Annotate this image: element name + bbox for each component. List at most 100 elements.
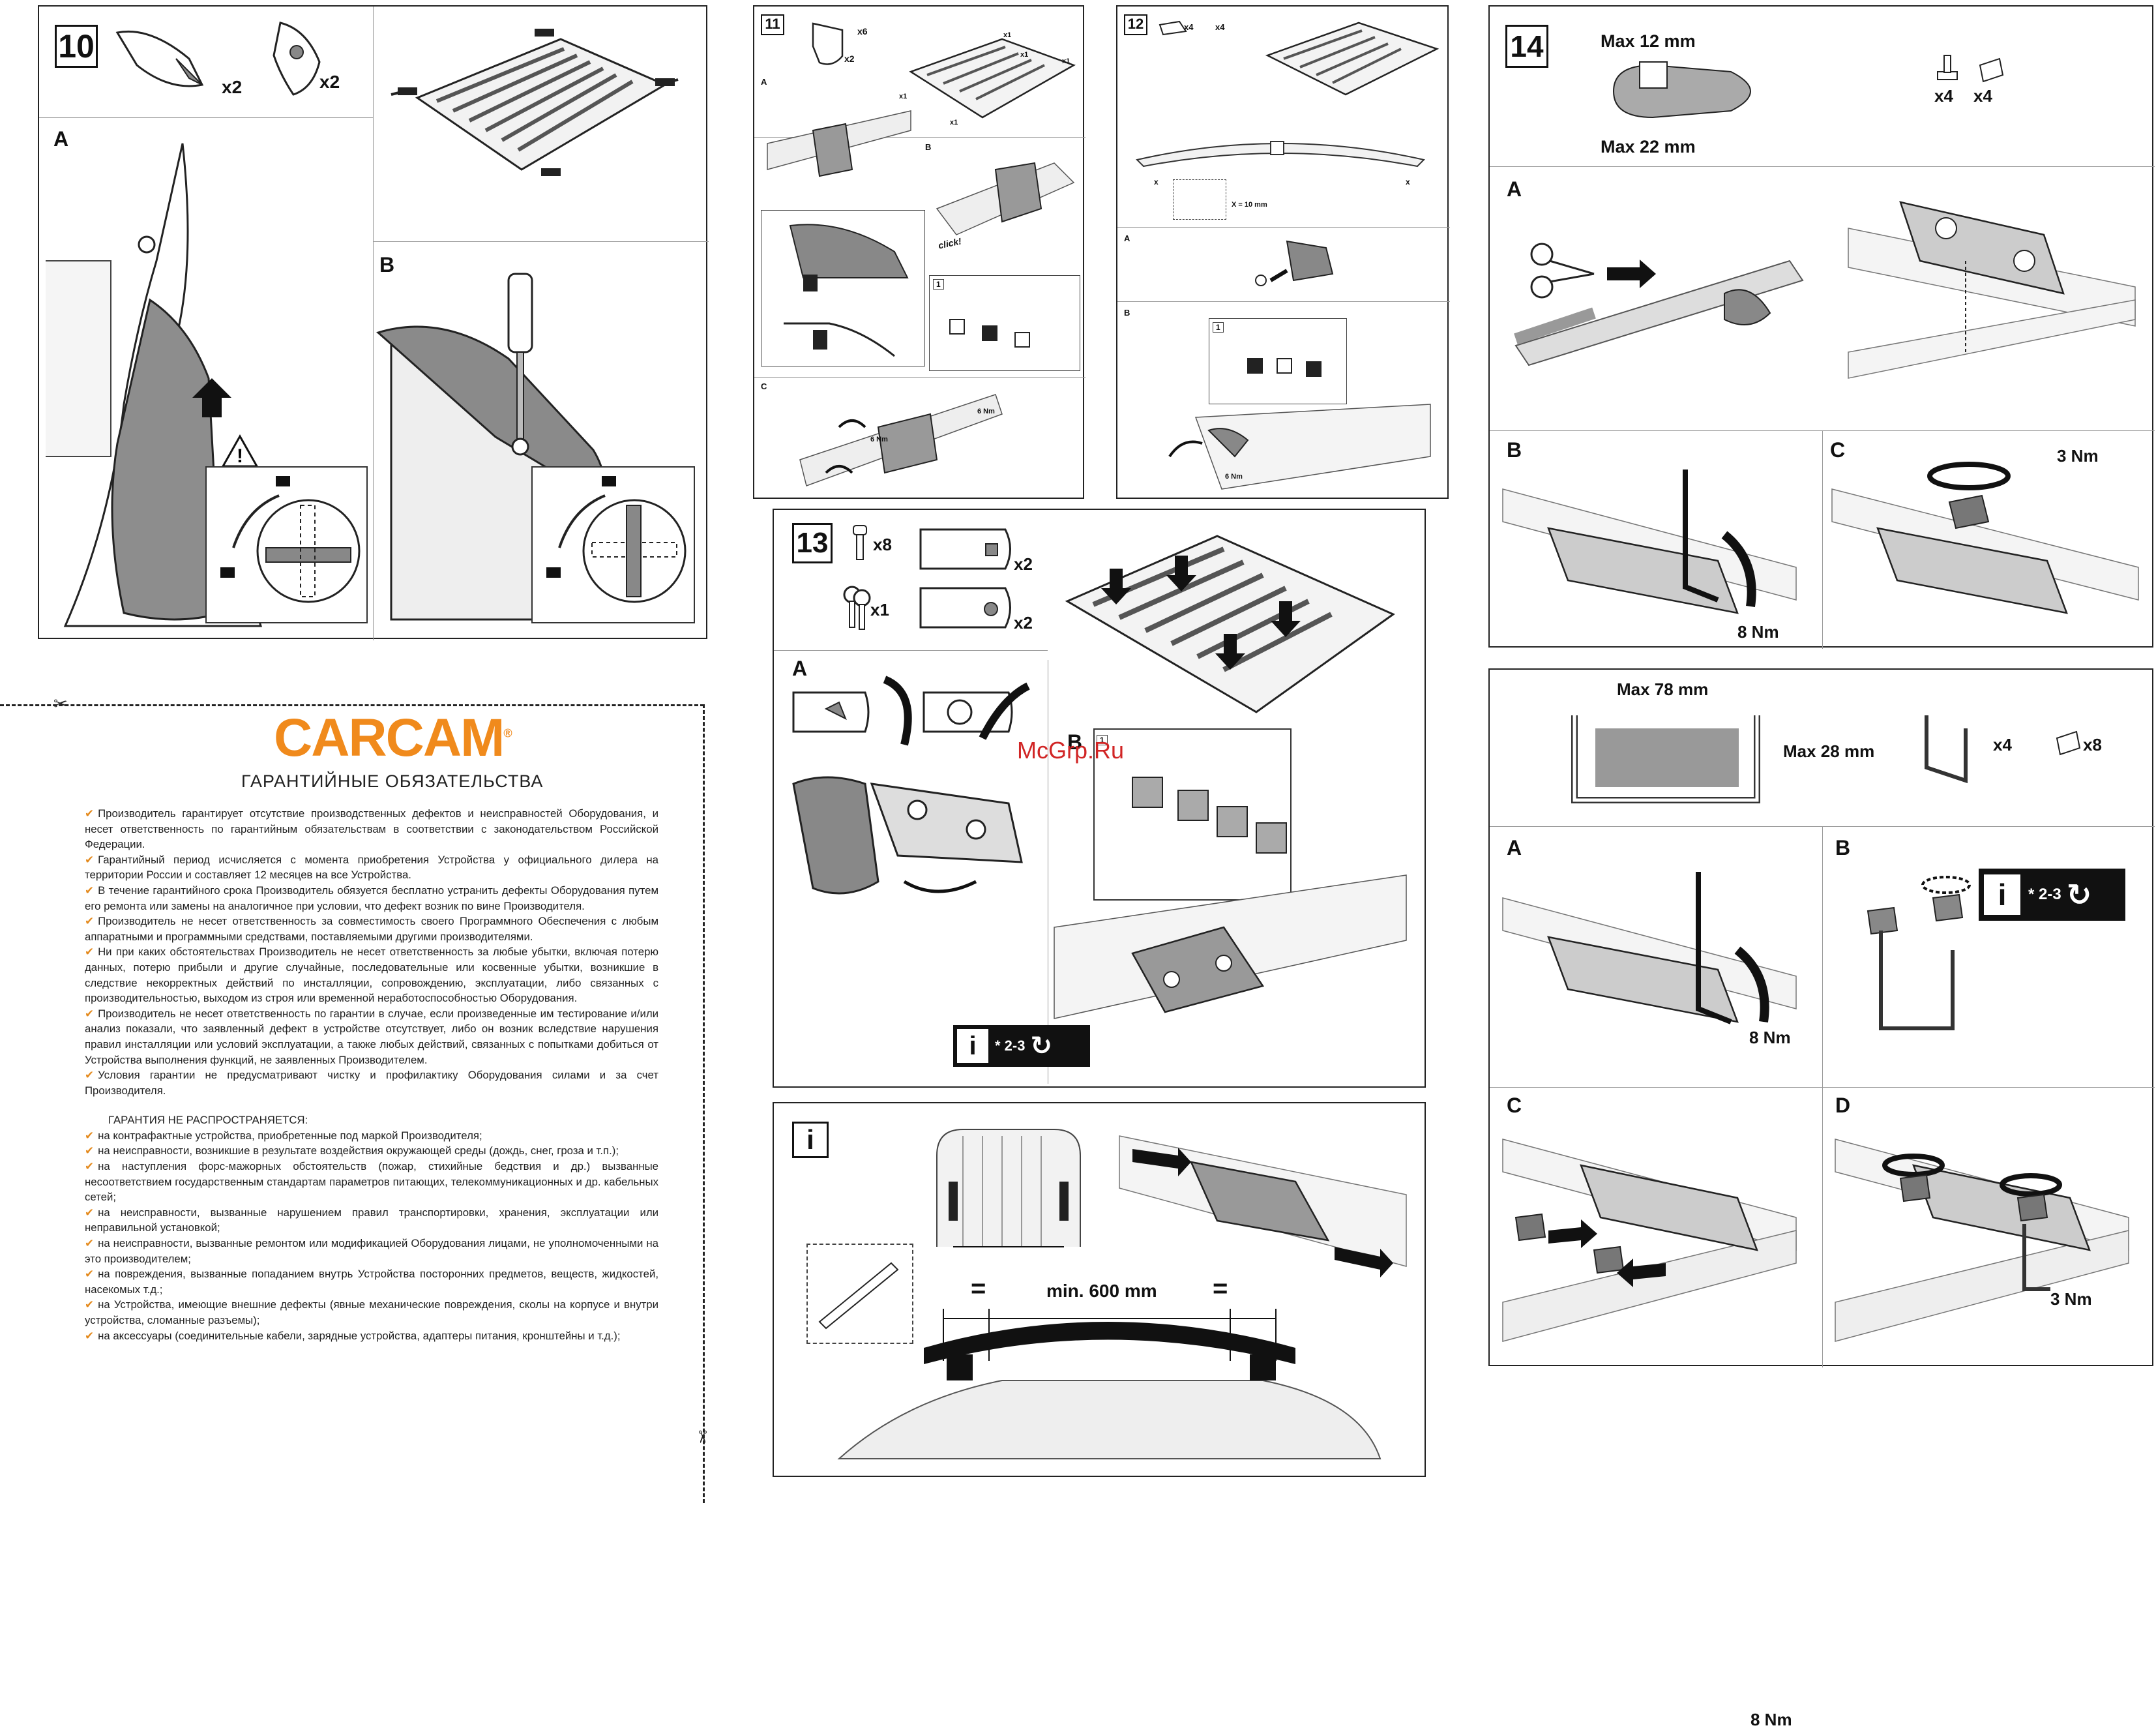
qty-label: x4 <box>1184 22 1194 32</box>
step-number: 13 <box>792 523 833 563</box>
exclusion-heading: ГАРАНТИЯ НЕ РАСПРОСТРАНЯЕТСЯ: <box>108 1114 308 1127</box>
u-bolt-part-icon <box>1925 715 1968 784</box>
exclusion-item: ✔на контрафактные устройства, приобретен… <box>85 1129 482 1142</box>
x1-label: x1 <box>1062 57 1071 65</box>
hex-key-illustration <box>1502 872 1797 1024</box>
hex-key-illustration <box>1502 470 1797 614</box>
step-number: 12 <box>1124 14 1147 35</box>
sub-label-a: A <box>1507 177 1522 201</box>
min-distance-label: min. 600 mm <box>1046 1281 1157 1301</box>
step-number: 14 <box>1505 25 1548 68</box>
knob-part-icon <box>1979 57 2004 83</box>
x-label: x <box>1406 177 1410 186</box>
check-icon: ✔ <box>85 1237 95 1250</box>
exclusion-item: ✔на неисправности, вызванные ремонтом ил… <box>85 1237 658 1265</box>
u-bolt-tighten-illustration <box>1835 1139 2129 1342</box>
exclusion-item: ✔на наступления форс-мажорных обстоятель… <box>85 1160 658 1204</box>
bracket-illustration <box>767 110 911 177</box>
lock-rotate-diagram <box>220 476 361 603</box>
rack-illustration <box>909 38 1076 119</box>
step-number: i <box>792 1122 829 1158</box>
knob-part-icon <box>2056 730 2081 756</box>
sub-label-a: A <box>1507 836 1522 859</box>
check-icon: ✔ <box>85 1206 95 1219</box>
check-icon: ✔ <box>85 884 95 897</box>
sub-label-b: B <box>379 253 395 276</box>
step-info-panel: i min. 600 mm = = <box>773 1102 1426 1477</box>
x-dimension-label: X = 10 mm <box>1232 201 1267 209</box>
cut-detail-box <box>1173 179 1226 220</box>
rack-illustration <box>1265 22 1440 96</box>
u-bolt-clearance-diagram <box>1571 715 1760 803</box>
exclusion-item: ✔на Устройства, имеющие внешние дефекты … <box>85 1298 658 1326</box>
bolt-part-icon <box>1937 55 1958 80</box>
car-crossbar-diagram <box>837 1309 1381 1459</box>
equal-sign: = <box>1213 1274 1228 1303</box>
info-icon: i <box>1984 874 2020 915</box>
bracket-click-illustration <box>936 162 1075 235</box>
cap-lock-illustration <box>792 676 1030 746</box>
crossbar-profile-diagram <box>1612 61 1751 119</box>
scissors-icon: ✂ <box>692 1429 713 1444</box>
brand-name: CARCAM <box>274 708 505 768</box>
torque-label: 3 Nm <box>2057 446 2099 466</box>
clip-detail-illustration <box>784 224 909 357</box>
u-bolt-fit-illustration <box>1502 1139 1797 1342</box>
sub-label-c: C <box>761 381 767 391</box>
warranty-item: ✔Производитель гарантирует отсутствие пр… <box>85 807 658 851</box>
torque-label: 8 Nm <box>1749 1028 1791 1047</box>
inset-number: 1 <box>933 279 944 290</box>
torque-label: 3 Nm <box>2050 1289 2092 1309</box>
knob-tighten-illustration <box>1831 462 2139 614</box>
warranty-item: ✔Ни при каких обстоятельствах Производит… <box>85 946 658 1005</box>
end-cap-part-icon <box>919 528 1011 570</box>
inset-number: 1 <box>1097 735 1108 745</box>
rack-illustration <box>1065 535 1396 713</box>
inset-number: 1 <box>1213 322 1224 333</box>
cap-fit-illustration <box>792 776 1023 895</box>
qty-label: x2 <box>1014 613 1033 633</box>
rotate-icon: ↻ <box>2066 878 2092 912</box>
crossbar-gap-diagram <box>936 1129 1081 1247</box>
step-14-panel: 14 Max 12 mm Max 22 mm x4 x4 A B C <box>1488 5 2155 649</box>
crossbar-side-view <box>1136 141 1425 168</box>
key-icon <box>843 586 871 630</box>
qty-label: x2 <box>844 53 855 64</box>
check-icon: ✔ <box>85 1007 95 1020</box>
max-slot-width-label: Max 12 mm <box>1601 31 1696 51</box>
check-icon: ✔ <box>85 807 95 820</box>
x1-label: x1 <box>1003 31 1012 39</box>
exclusion-item: ✔на повреждения, вызванные попаданием вн… <box>85 1268 658 1296</box>
end-cover-part-icon <box>115 30 204 87</box>
info-icon: i <box>957 1029 988 1063</box>
check-icon: ✔ <box>85 853 95 866</box>
sub-label-c: C <box>1507 1094 1522 1117</box>
info-torque-badge: i * 2-3 ↻ <box>953 1025 1090 1067</box>
warning-icon: ! <box>221 434 259 468</box>
roof-rack-basket-illustration <box>391 29 679 176</box>
end-cap-part-icon <box>273 22 321 96</box>
step-number: 11 <box>761 14 784 35</box>
sub-label-c: C <box>1830 438 1846 462</box>
warranty-title: ГАРАНТИЙНЫЕ ОБЯЗАТЕЛЬСТВА <box>241 771 544 791</box>
check-icon: ✔ <box>85 1069 95 1082</box>
sub-label-a: A <box>792 657 808 680</box>
end-cap-part-icon <box>812 22 844 65</box>
step-10-panel: 10 x2 x2 A B ! <box>38 5 709 640</box>
info-label: * 2-3 <box>2028 886 2061 903</box>
cut-strip-illustration <box>1514 243 1804 366</box>
check-icon: ✔ <box>85 1160 95 1173</box>
x1-label: x1 <box>899 93 908 100</box>
measuring-tape-icon <box>818 1262 899 1330</box>
bracket-torque-illustration <box>799 394 1003 486</box>
x1-label: x1 <box>1020 51 1029 59</box>
qty-label: x2 <box>222 77 243 97</box>
sub-label-b: B <box>925 142 932 152</box>
sub-label-a: A <box>761 77 767 87</box>
step-12-panel: 12 x4 x4 x x X = 10 mm A B 1 6 Nm <box>1116 5 1450 499</box>
lock-rotate-diagram <box>546 476 687 603</box>
cap-fit-illustration <box>1255 240 1334 286</box>
warranty-item: ✔Гарантийный период исчисляется с момент… <box>85 853 658 882</box>
bolt-part-icon <box>853 525 867 560</box>
warranty-item: ✔Условия гарантии не предусматривают чис… <box>85 1069 658 1097</box>
